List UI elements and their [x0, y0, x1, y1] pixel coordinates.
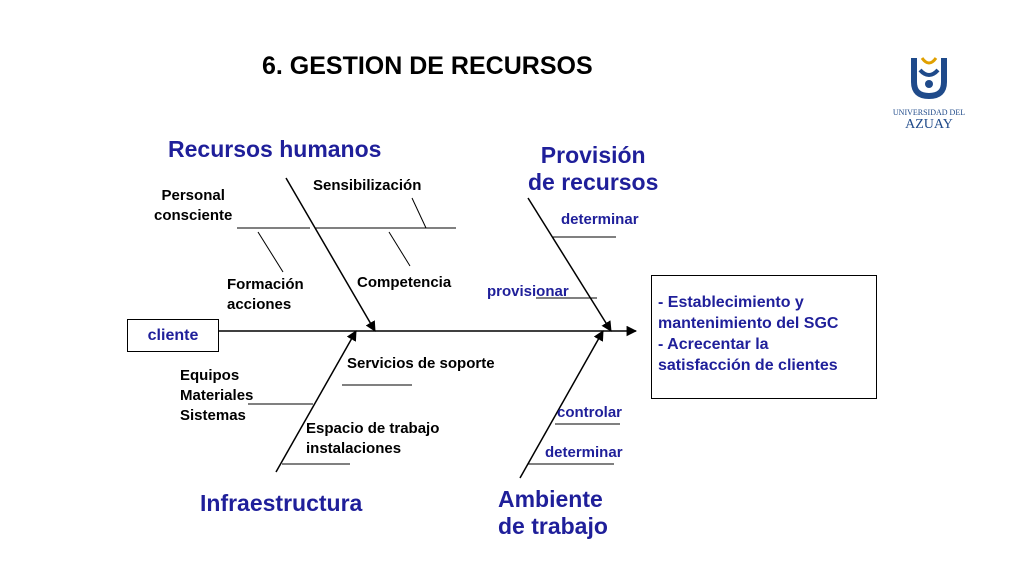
cause-controlar: controlar [557, 404, 623, 421]
rrhh-formacion-tick [257, 231, 284, 273]
cause-servicios-soporte: Servicios de soporte [347, 355, 495, 372]
cause-provision-determinar: determinar [561, 211, 639, 228]
infra-bone [275, 330, 357, 473]
problem-box: cliente [127, 319, 219, 352]
category-recursos-humanos: Recursos humanos [168, 136, 382, 162]
logo-text-line2: AZUAY [905, 117, 953, 132]
cause-ambiente-determinar: determinar [545, 444, 623, 461]
university-emblem-icon [911, 57, 947, 100]
ambiente-bone [519, 330, 604, 479]
rrhh-bone [285, 177, 376, 332]
cause-equipos-materiales-sistemas: Equipos Materiales Sistemas [180, 367, 254, 424]
category-provision-recursos: Provisión de recursos [528, 142, 659, 195]
problem-label: cliente [147, 326, 199, 344]
cause-competencia: Competencia [357, 274, 452, 291]
page-title: 6. GESTION DE RECURSOS [262, 52, 593, 80]
cause-provisionar: provisionar [487, 283, 569, 300]
rrhh-competencia-tick [388, 231, 411, 267]
rrhh-sensibilizacion-tick [411, 197, 427, 229]
cause-formacion-acciones: Formación acciones [227, 276, 304, 313]
cause-personal-consciente: Personal consciente [154, 187, 233, 224]
effect-item-2: - Acrecentar la satisfacción de clientes [658, 336, 838, 374]
cause-espacio-instalaciones: Espacio de trabajo instalaciones [306, 420, 440, 457]
cause-sensibilizacion: Sensibilización [313, 177, 422, 194]
category-ambiente-trabajo: Ambiente de trabajo [498, 486, 608, 539]
effect-item-1: - Establecimiento y mantenimiento del SG… [658, 294, 839, 332]
effect-box: - Establecimiento y mantenimiento del SG… [651, 275, 877, 399]
university-logo: UNIVERSIDAD DEL AZUAY [886, 52, 972, 134]
logo-text-line1: UNIVERSIDAD DEL [892, 108, 966, 117]
provision-bone [527, 197, 612, 332]
category-infraestructura: Infraestructura [200, 490, 363, 516]
